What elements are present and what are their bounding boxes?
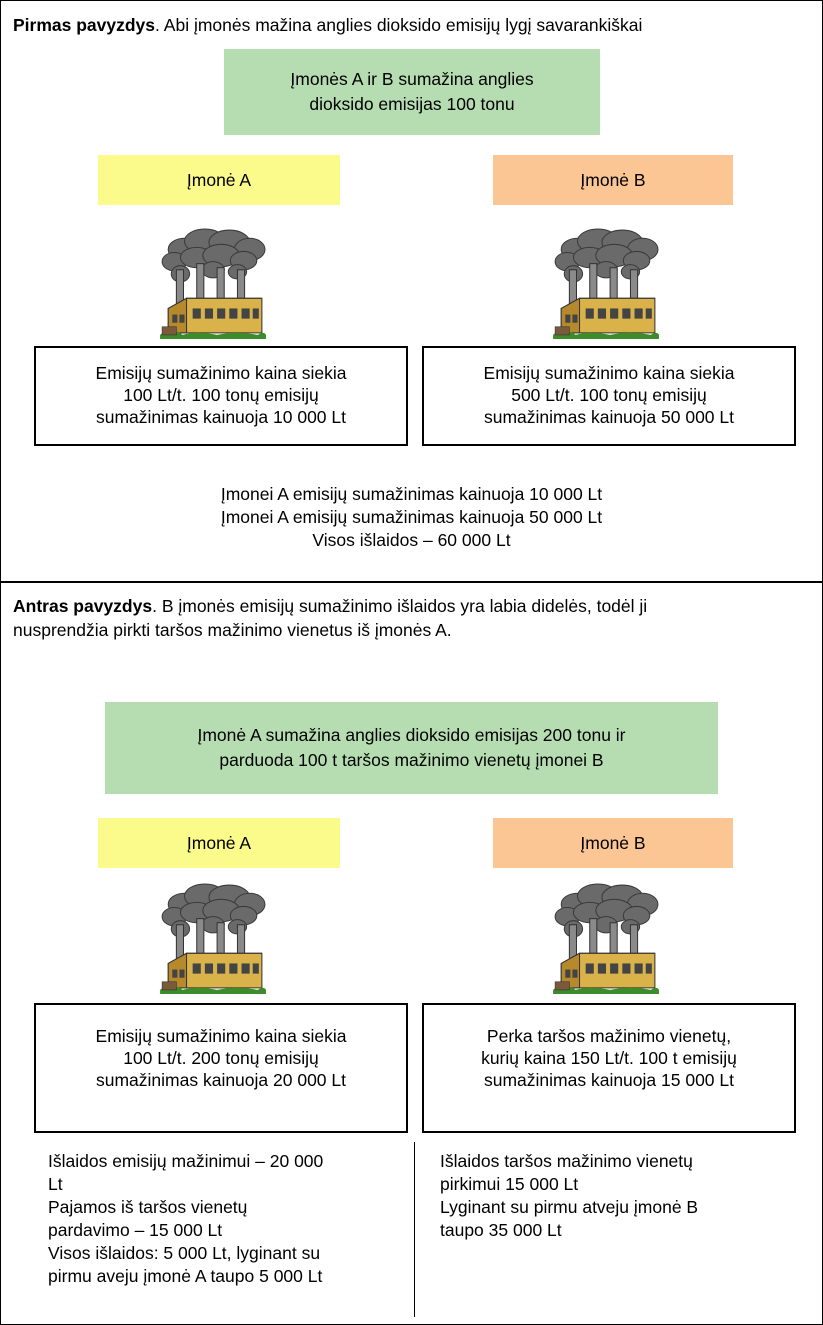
factory-icon — [156, 227, 268, 339]
note-line: Išlaidos emisijų mažinimui – 20 000 — [48, 1151, 324, 1171]
factory-icon — [549, 227, 661, 339]
example1-green-box: Įmonės A ir B sumažina anglies dioksido … — [224, 49, 600, 135]
example1-summary: Įmonei A emisijų sumažinimas kainuoja 10… — [0, 483, 823, 552]
text-line: Emisijų sumažinimo kaina siekia — [483, 363, 735, 383]
example2-notes-a: Išlaidos emisijų mažinimui – 20 000 Lt P… — [48, 1150, 408, 1288]
note-line: pirmu aveju įmonė A taupo 5 000 Lt — [48, 1266, 323, 1286]
text-line: sumažinimas kainuoja 20 000 Lt — [95, 1070, 346, 1090]
note-line: Išlaidos taršos mažinimo vienetų — [440, 1151, 693, 1171]
note-line: Lyginant su pirmu atveju įmonė B — [440, 1197, 699, 1217]
example2-heading: Antras pavyzdys. B įmonės emisijų sumaži… — [13, 594, 813, 642]
example1-heading-bold: Pirmas pavyzdys — [13, 15, 156, 35]
example1-heading-rest: . Abi įmonės mažina anglies dioksido emi… — [155, 15, 643, 35]
factory-icon — [156, 882, 268, 994]
note-line: Pajamos iš taršos vienetų — [48, 1197, 248, 1217]
example2-green-line: parduoda 100 t taršos mažinimo vienetų į… — [219, 750, 604, 770]
text-line: sumažinimas kainuoja 50 000 Lt — [483, 407, 734, 427]
example2-company-b-box: Įmonė B — [493, 818, 733, 868]
text-line: Emisijų sumažinimo kaina siekia — [95, 1026, 347, 1046]
example2-heading-rest: . B įmonės emisijų sumažinimo išlaidos y… — [152, 596, 648, 616]
example1-company-a-box: Įmonė A — [98, 155, 340, 205]
example1-company-b-box: Įmonė B — [493, 155, 733, 205]
text-line: 500 Lt/t. 100 tonų emisijų — [511, 385, 707, 405]
example2-company-a-label: Įmonė A — [186, 832, 252, 853]
example1-company-a-label: Įmonė A — [186, 169, 252, 190]
note-line: Visos išlaidos: 5 000 Lt, lyginant su — [48, 1243, 321, 1263]
example2-green-box: Įmonė A sumažina anglies dioksido emisij… — [105, 702, 718, 794]
example2-heading-bold: Antras pavyzdys — [13, 596, 153, 616]
summary-line: Įmonei A emisijų sumažinimas kainuoja 10… — [220, 484, 603, 504]
example1-green-line: dioksido emisijas 100 tonu — [309, 94, 515, 114]
text-line: Perka taršos mažinimo vienetų, — [486, 1026, 732, 1046]
text-line: sumažinimas kainuoja 15 000 Lt — [483, 1070, 734, 1090]
notes-divider — [414, 1142, 415, 1317]
text-line: kurių kaina 150 Lt/t. 100 t emisijų — [481, 1048, 737, 1068]
factory-icon — [549, 882, 661, 994]
section-divider — [0, 581, 823, 583]
note-line: Lt — [48, 1174, 63, 1194]
example2-company-a-box: Įmonė A — [98, 818, 340, 868]
text-line: Emisijų sumažinimo kaina siekia — [95, 363, 347, 383]
example2-cost-box-b: Perka taršos mažinimo vienetų, kurių kai… — [422, 1003, 796, 1133]
example1-cost-box-a: Emisijų sumažinimo kaina siekia 100 Lt/t… — [34, 346, 408, 446]
text-line: 100 Lt/t. 100 tonų emisijų — [123, 385, 319, 405]
note-line: taupo 35 000 Lt — [440, 1220, 562, 1240]
summary-line: Visos išlaidos – 60 000 Lt — [312, 530, 511, 550]
summary-line: Įmonei A emisijų sumažinimas kainuoja 50… — [220, 507, 603, 527]
example2-green-line: Įmonė A sumažina anglies dioksido emisij… — [197, 725, 626, 745]
example1-green-line: Įmonės A ir B sumažina anglies — [290, 69, 534, 89]
example2-company-b-label: Įmonė B — [580, 832, 646, 853]
text-line: sumažinimas kainuoja 10 000 Lt — [95, 407, 346, 427]
example1-cost-box-b: Emisijų sumažinimo kaina siekia 500 Lt/t… — [422, 346, 796, 446]
note-line: pirkimui 15 000 Lt — [440, 1174, 579, 1194]
text-line: 100 Lt/t. 200 tonų emisijų — [123, 1048, 319, 1068]
example1-heading: Pirmas pavyzdys. Abi įmonės mažina angli… — [13, 13, 813, 37]
example1-company-b-label: Įmonė B — [580, 169, 646, 190]
example2-cost-box-a: Emisijų sumažinimo kaina siekia 100 Lt/t… — [34, 1003, 408, 1133]
example2-notes-b: Išlaidos taršos mažinimo vienetų pirkimu… — [440, 1150, 800, 1242]
example2-heading-rest: nusprendžia pirkti taršos mažinimo viene… — [13, 620, 452, 640]
note-line: pardavimo – 15 000 Lt — [48, 1220, 223, 1240]
